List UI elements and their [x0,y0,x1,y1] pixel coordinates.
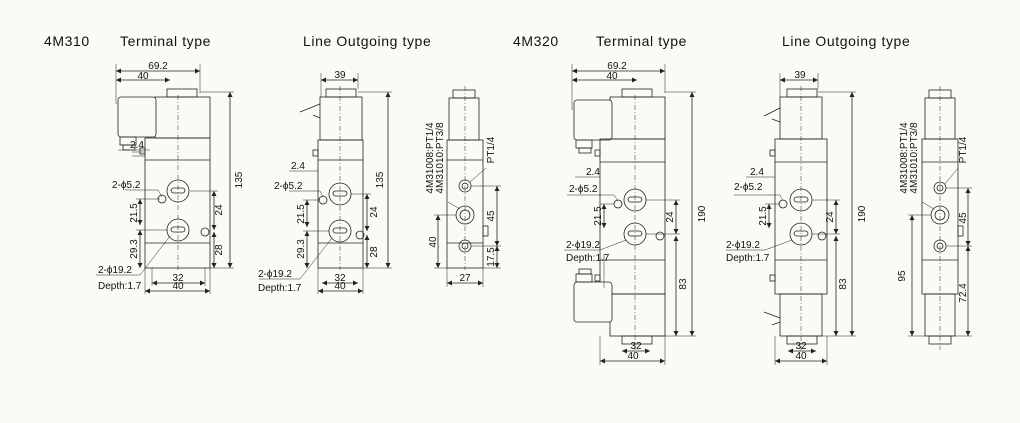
dim-hole-5-2: 2-ϕ5.2 [274,181,303,192]
dim-hole-19-2: 2-ϕ19.2 [258,269,292,280]
dim-190: 190 [697,205,708,222]
dim-40-top: 40 [137,71,149,82]
dim-40-bottom: 40 [795,351,807,362]
caption-line-outgoing-1: Line Outgoing type [303,33,432,49]
dim-hole-19-2: 2-ϕ19.2 [726,240,760,251]
model-label-4m320: 4M320 [513,33,559,49]
dim-83: 83 [678,278,689,290]
dim-40-bottom: 40 [172,281,184,292]
dim-40-bottom: 40 [627,351,639,362]
dim-hole-5-2: 2-ϕ5.2 [569,184,598,195]
dim-2-4: 2.4 [130,140,144,151]
dim-39: 39 [794,70,806,81]
dim-hole-19-2: 2-ϕ19.2 [98,265,132,276]
dim-24: 24 [369,206,380,218]
dim-29-3: 29.3 [129,239,140,259]
dim-2-4: 2.4 [750,167,764,178]
dim-32: 32 [630,341,642,352]
dim-depth: Depth:1.7 [726,253,770,264]
dim-72-4: 72.4 [958,283,969,303]
dim-32: 32 [795,341,807,352]
caption-terminal-type-2: Terminal type [596,33,688,49]
dim-135: 135 [375,171,386,188]
valve-4m320-terminal [564,64,696,365]
dim-2-4: 2.4 [586,167,600,178]
valve-4m320-side-view [908,86,972,350]
dim-45: 45 [958,212,969,224]
dim-28: 28 [214,244,225,256]
thread-label-a: 4M31008:PT1/4 [899,122,910,194]
dim-83: 83 [838,278,849,290]
model-label-4m310: 4M310 [44,33,90,49]
dim-40-top: 40 [606,71,618,82]
dim-21-5: 21.5 [129,203,140,223]
dim-21-5: 21.5 [296,204,307,224]
dim-69-2: 69.2 [607,61,627,72]
caption-line-outgoing-2: Line Outgoing type [782,33,911,49]
dim-135: 135 [234,171,245,188]
dim-69-2: 69.2 [148,61,168,72]
dim-32: 32 [334,273,346,284]
thread-label-b: 4M31010:PT3/8 [909,122,920,194]
thread-label-a: 4M31008:PT1/4 [425,122,436,194]
dim-39: 39 [334,70,346,81]
dim-2-4: 2.4 [291,161,305,172]
dim-40-bottom: 40 [334,281,346,292]
thread-label-pt14: PT1/4 [958,136,969,163]
dim-29-3: 29.3 [296,239,307,259]
dim-24: 24 [214,204,225,216]
valve-4m310-side-view [434,86,501,287]
dim-17-5: 17.5 [486,247,497,267]
dim-190: 190 [857,205,868,222]
dim-45: 45 [486,210,497,222]
thread-label-b: 4M31010:PT3/8 [435,122,446,194]
dim-21-5: 21.5 [593,206,604,226]
dim-28: 28 [369,246,380,258]
dim-27: 27 [459,273,471,284]
dim-depth: Depth:1.7 [258,283,302,294]
dim-depth: Depth:1.7 [98,281,142,292]
dim-95: 95 [897,270,908,282]
valve-4m310-terminal [96,64,234,294]
dim-40-side: 40 [428,236,439,248]
dim-24: 24 [665,211,676,223]
dim-24: 24 [825,211,836,223]
dim-hole-5-2: 2-ϕ5.2 [734,182,763,193]
thread-label-pt14: PT1/4 [486,136,497,163]
dim-21-5: 21.5 [758,206,769,226]
dim-hole-19-2: 2-ϕ19.2 [566,240,600,251]
valve-4m310-line-outgoing [259,73,392,294]
caption-terminal-type-1: Terminal type [120,33,212,49]
dimension-labels: 69.2 40 2.4 2-ϕ5.2 2-ϕ19.2 Depth:1.7 32 … [98,61,969,362]
dim-hole-5-2: 2-ϕ5.2 [112,180,141,191]
dim-depth: Depth:1.7 [566,253,610,264]
dim-32: 32 [172,273,184,284]
valve-4m320-line-outgoing [726,73,856,365]
